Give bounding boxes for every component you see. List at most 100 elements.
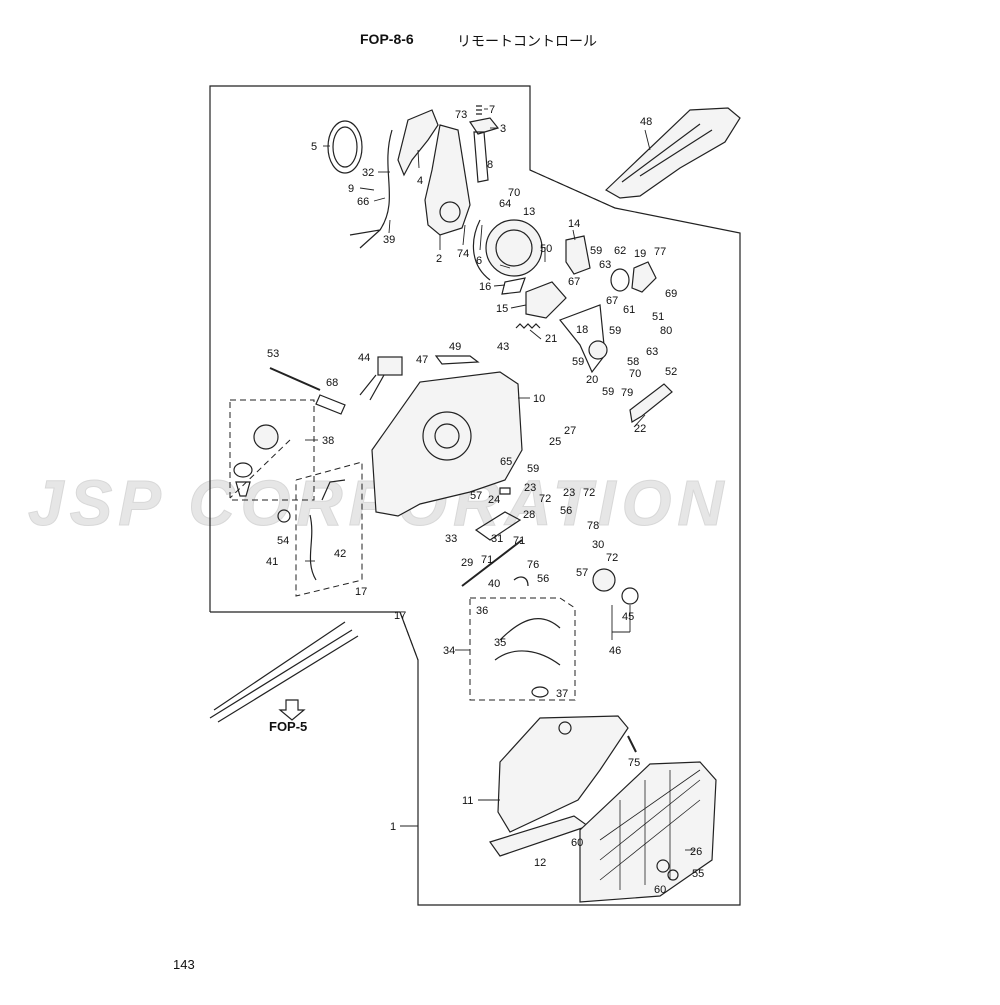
callout-62: 62 [614, 245, 626, 257]
callout-59: 59 [590, 245, 602, 257]
callout-31: 31 [491, 533, 503, 545]
part-68-sleeve [315, 394, 346, 415]
callout-25: 25 [549, 436, 561, 448]
callout-40: 40 [488, 578, 500, 590]
callout-14: 14 [568, 218, 580, 230]
callout-33: 33 [445, 533, 457, 545]
part-19-block [631, 261, 657, 293]
part-31-link [474, 511, 522, 541]
part-40-clip [513, 576, 529, 587]
callout-79: 79 [621, 387, 633, 399]
callout-71b: 71 [481, 554, 493, 566]
part-62-washer [610, 268, 630, 292]
callout-20: 20 [586, 374, 598, 386]
callout-70b: 70 [629, 368, 641, 380]
part-49-cover-strip [434, 355, 480, 365]
callout-2: 2 [436, 253, 442, 265]
callout-15: 15 [496, 303, 508, 315]
callout-59b: 59 [609, 325, 621, 337]
part-48-cover [605, 107, 741, 199]
reference-link[interactable]: FOP-5 [269, 719, 308, 734]
part-15-plate [525, 281, 567, 319]
callout-13: 13 [523, 206, 535, 218]
part-2-lever [424, 124, 471, 236]
callout-41: 41 [266, 556, 278, 568]
callout-39: 39 [383, 234, 395, 246]
callout-6: 6 [476, 255, 482, 267]
callout-23b: 23 [563, 487, 575, 499]
callout-labels: 7 73 3 48 5 8 32 4 70 9 66 64 13 14 39 7… [266, 104, 704, 896]
part-46-trim-switch [592, 568, 616, 592]
callout-77: 77 [654, 246, 666, 258]
part-14-plate [565, 235, 591, 275]
callout-75: 75 [628, 757, 640, 769]
callout-17: 17 [355, 586, 367, 598]
part-22-arm [629, 383, 673, 423]
callout-45: 45 [622, 611, 634, 623]
callout-8: 8 [487, 159, 493, 171]
callout-22: 22 [634, 423, 646, 435]
callout-64: 64 [499, 198, 511, 210]
callout-60b: 60 [654, 884, 666, 896]
callout-38: 38 [322, 435, 334, 447]
guide-line [529, 169, 616, 209]
callout-9: 9 [348, 183, 354, 195]
callout-65: 65 [500, 456, 512, 468]
callout-72: 72 [539, 493, 551, 505]
callout-73: 73 [455, 109, 467, 121]
callout-72c: 72 [606, 552, 618, 564]
page-code: FOP-8-6 [360, 31, 414, 47]
callout-50: 50 [540, 243, 552, 255]
callout-55: 55 [692, 868, 704, 880]
subgroup-38-frame [229, 399, 315, 501]
callout-30: 30 [592, 539, 604, 551]
callout-67: 67 [568, 276, 580, 288]
callout-28: 28 [523, 509, 535, 521]
callout-76: 76 [527, 559, 539, 571]
callout-52: 52 [665, 366, 677, 378]
callout-21: 21 [545, 333, 557, 345]
part-41-lanyard [309, 479, 346, 581]
callout-34: 34 [443, 645, 455, 657]
callout-43: 43 [497, 341, 509, 353]
callout-35: 35 [494, 637, 506, 649]
callout-19: 19 [634, 248, 646, 260]
callout-57b: 57 [576, 567, 588, 579]
part-54-nut [277, 509, 291, 523]
part-7-spring [476, 105, 482, 115]
leader-lines [305, 108, 695, 851]
part-26-grille-cover [579, 761, 717, 903]
callout-61: 61 [623, 304, 635, 316]
callout-63b: 63 [646, 346, 658, 358]
part-5-ring [327, 120, 363, 174]
callout-57: 57 [470, 490, 482, 502]
part-6-cam [472, 219, 491, 281]
callout-72b: 72 [583, 487, 595, 499]
callout-16: 16 [479, 281, 491, 293]
callout-70: 70 [508, 187, 520, 199]
callout-24: 24 [488, 494, 500, 506]
callout-56: 56 [560, 505, 572, 517]
callout-51: 51 [652, 311, 664, 323]
guide-line [229, 439, 291, 499]
callout-27: 27 [564, 425, 576, 437]
callout-68: 68 [326, 377, 338, 389]
part-37-grommet [531, 686, 549, 698]
callout-5: 5 [311, 141, 317, 153]
subgroup-41-frame [295, 461, 363, 597]
callout-1: 1 [390, 821, 396, 833]
reference-arrow-icon [278, 699, 306, 721]
callout-78: 78 [587, 520, 599, 532]
control-cables [209, 621, 359, 723]
callout-29: 29 [461, 557, 473, 569]
callout-46: 46 [609, 645, 621, 657]
callout-36: 36 [476, 605, 488, 617]
callout-53: 53 [267, 348, 279, 360]
part-8-link [473, 131, 489, 183]
callout-4: 4 [417, 175, 423, 187]
callout-80: 80 [660, 325, 672, 337]
callout-69: 69 [665, 288, 677, 300]
guide-line [399, 611, 419, 661]
